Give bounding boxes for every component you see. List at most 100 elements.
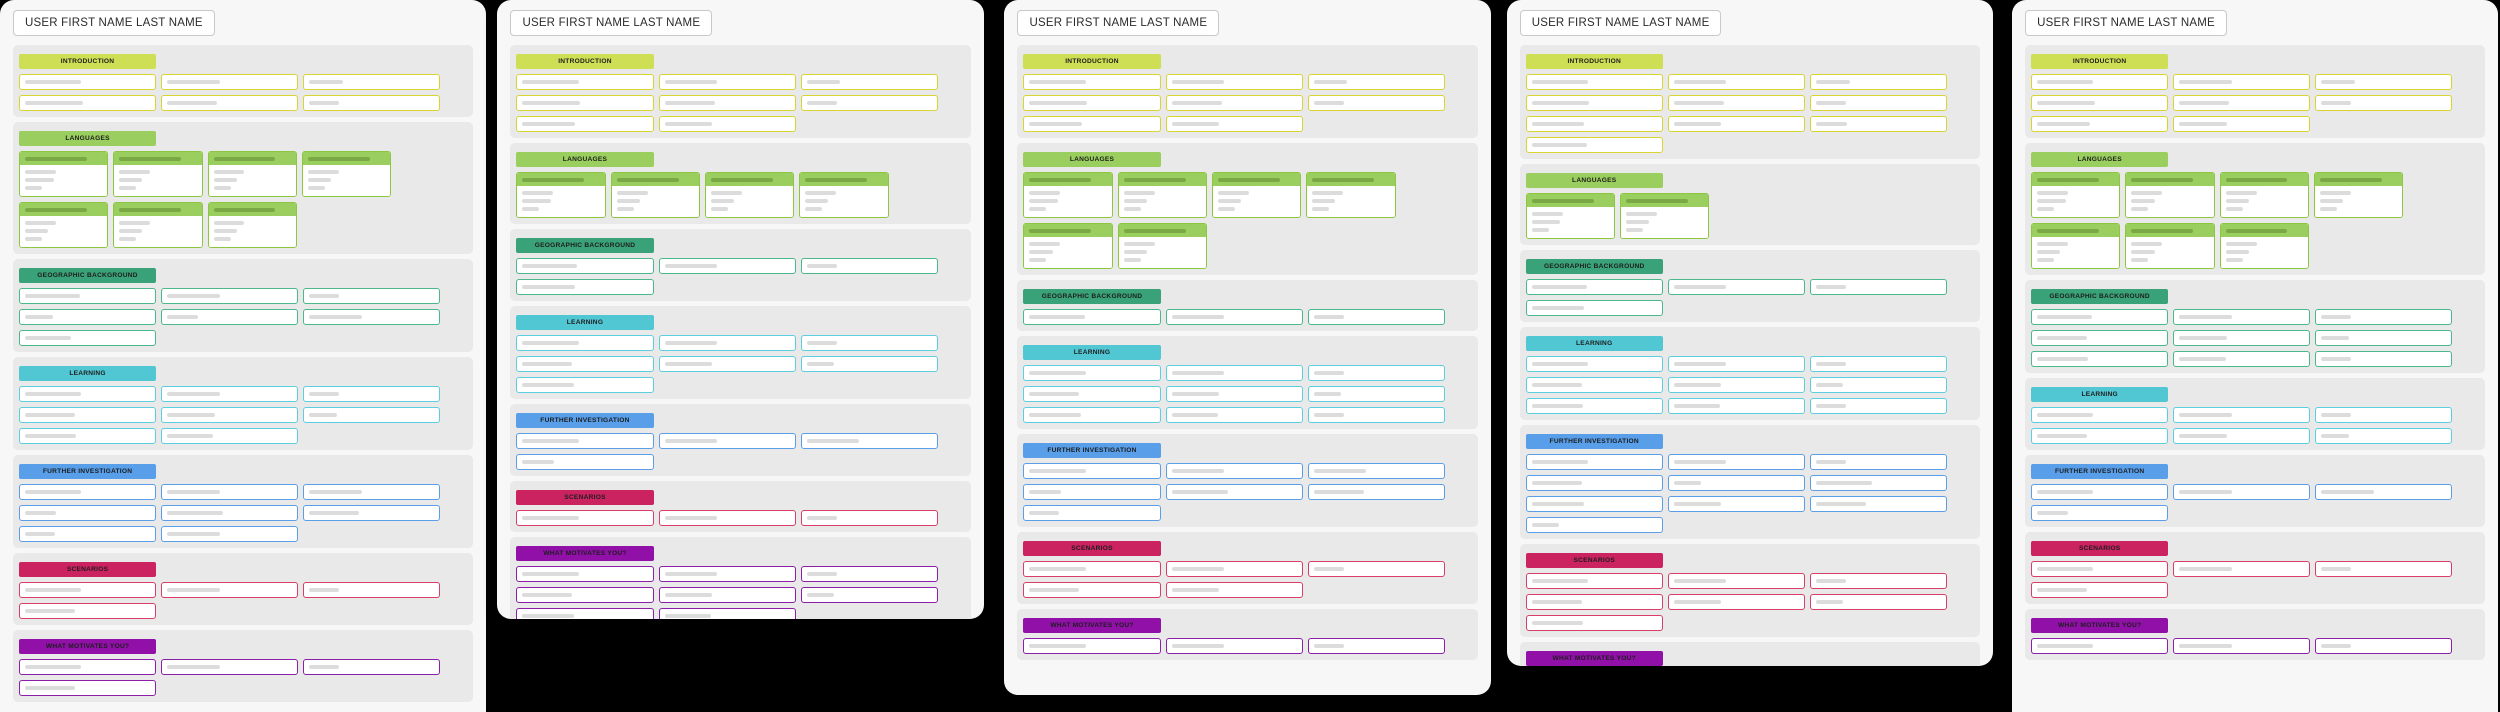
field-item[interactable] bbox=[516, 95, 654, 111]
field-item[interactable] bbox=[19, 74, 157, 90]
field-item[interactable] bbox=[1809, 454, 1948, 470]
language-card[interactable] bbox=[2219, 172, 2309, 218]
field-item[interactable] bbox=[658, 258, 796, 274]
field-item[interactable] bbox=[1525, 74, 1663, 90]
field-item[interactable] bbox=[1525, 300, 1663, 316]
field-item[interactable] bbox=[19, 526, 157, 542]
field-item[interactable] bbox=[1809, 356, 1948, 372]
field-item[interactable] bbox=[2173, 484, 2311, 500]
field-item[interactable] bbox=[516, 335, 654, 351]
field-item[interactable] bbox=[1307, 386, 1445, 402]
field-item[interactable] bbox=[2315, 428, 2453, 444]
field-item[interactable] bbox=[2173, 428, 2311, 444]
field-item[interactable] bbox=[303, 484, 441, 500]
language-card[interactable] bbox=[2313, 172, 2404, 218]
field-item[interactable] bbox=[1525, 496, 1663, 512]
field-item[interactable] bbox=[19, 428, 157, 444]
field-item[interactable] bbox=[800, 356, 938, 372]
field-item[interactable] bbox=[516, 608, 654, 619]
field-item[interactable] bbox=[1667, 496, 1805, 512]
field-item[interactable] bbox=[800, 433, 938, 449]
language-card[interactable] bbox=[113, 151, 203, 197]
field-item[interactable] bbox=[1023, 505, 1161, 521]
field-item[interactable] bbox=[161, 288, 299, 304]
field-item[interactable] bbox=[1165, 463, 1303, 479]
field-item[interactable] bbox=[2315, 95, 2453, 111]
field-item[interactable] bbox=[2315, 330, 2453, 346]
field-item[interactable] bbox=[19, 484, 157, 500]
field-item[interactable] bbox=[19, 407, 157, 423]
field-item[interactable] bbox=[19, 659, 157, 675]
field-item[interactable] bbox=[2315, 561, 2453, 577]
field-item[interactable] bbox=[161, 74, 299, 90]
language-card[interactable] bbox=[2031, 172, 2121, 218]
language-card[interactable] bbox=[207, 151, 297, 197]
language-card[interactable] bbox=[301, 151, 392, 197]
field-item[interactable] bbox=[1165, 582, 1303, 598]
field-item[interactable] bbox=[1809, 116, 1948, 132]
field-item[interactable] bbox=[1165, 365, 1303, 381]
field-item[interactable] bbox=[1307, 484, 1445, 500]
field-item[interactable] bbox=[1023, 116, 1161, 132]
field-item[interactable] bbox=[1525, 356, 1663, 372]
field-item[interactable] bbox=[1809, 95, 1948, 111]
field-item[interactable] bbox=[19, 386, 157, 402]
field-item[interactable] bbox=[303, 582, 441, 598]
field-item[interactable] bbox=[1525, 475, 1663, 491]
field-item[interactable] bbox=[1525, 398, 1663, 414]
field-item[interactable] bbox=[303, 407, 441, 423]
field-item[interactable] bbox=[161, 386, 299, 402]
field-item[interactable] bbox=[2173, 309, 2311, 325]
field-item[interactable] bbox=[2315, 638, 2453, 654]
field-item[interactable] bbox=[1525, 573, 1663, 589]
field-item[interactable] bbox=[1165, 116, 1303, 132]
field-item[interactable] bbox=[658, 335, 796, 351]
field-item[interactable] bbox=[2173, 638, 2311, 654]
language-card[interactable] bbox=[19, 202, 109, 248]
field-item[interactable] bbox=[1165, 407, 1303, 423]
field-item[interactable] bbox=[1023, 463, 1161, 479]
field-item[interactable] bbox=[516, 74, 654, 90]
field-item[interactable] bbox=[303, 309, 441, 325]
field-item[interactable] bbox=[161, 407, 299, 423]
field-item[interactable] bbox=[2031, 351, 2169, 367]
field-item[interactable] bbox=[1667, 279, 1805, 295]
field-item[interactable] bbox=[2173, 407, 2311, 423]
field-item[interactable] bbox=[303, 386, 441, 402]
field-item[interactable] bbox=[1525, 377, 1663, 393]
field-item[interactable] bbox=[2173, 74, 2311, 90]
field-item[interactable] bbox=[2031, 638, 2169, 654]
language-card[interactable] bbox=[1619, 193, 1710, 239]
field-item[interactable] bbox=[2031, 330, 2169, 346]
field-item[interactable] bbox=[1307, 95, 1445, 111]
field-item[interactable] bbox=[1809, 398, 1948, 414]
field-item[interactable] bbox=[1809, 475, 1948, 491]
field-item[interactable] bbox=[800, 587, 938, 603]
field-item[interactable] bbox=[1023, 365, 1161, 381]
field-item[interactable] bbox=[2315, 407, 2453, 423]
field-item[interactable] bbox=[161, 582, 299, 598]
field-item[interactable] bbox=[2315, 484, 2453, 500]
field-item[interactable] bbox=[161, 484, 299, 500]
field-item[interactable] bbox=[1525, 279, 1663, 295]
language-card[interactable] bbox=[2031, 223, 2121, 269]
field-item[interactable] bbox=[800, 74, 938, 90]
field-item[interactable] bbox=[2315, 309, 2453, 325]
field-item[interactable] bbox=[1023, 74, 1161, 90]
field-item[interactable] bbox=[1667, 475, 1805, 491]
field-item[interactable] bbox=[19, 680, 157, 696]
field-item[interactable] bbox=[19, 95, 157, 111]
field-item[interactable] bbox=[161, 505, 299, 521]
field-item[interactable] bbox=[800, 335, 938, 351]
field-item[interactable] bbox=[658, 116, 796, 132]
field-item[interactable] bbox=[658, 608, 796, 619]
field-item[interactable] bbox=[1667, 454, 1805, 470]
field-item[interactable] bbox=[1165, 638, 1303, 654]
language-card[interactable] bbox=[113, 202, 203, 248]
language-card[interactable] bbox=[1023, 172, 1113, 218]
field-item[interactable] bbox=[2173, 561, 2311, 577]
field-item[interactable] bbox=[1165, 95, 1303, 111]
field-item[interactable] bbox=[161, 95, 299, 111]
language-card[interactable] bbox=[799, 172, 889, 218]
field-item[interactable] bbox=[1165, 561, 1303, 577]
